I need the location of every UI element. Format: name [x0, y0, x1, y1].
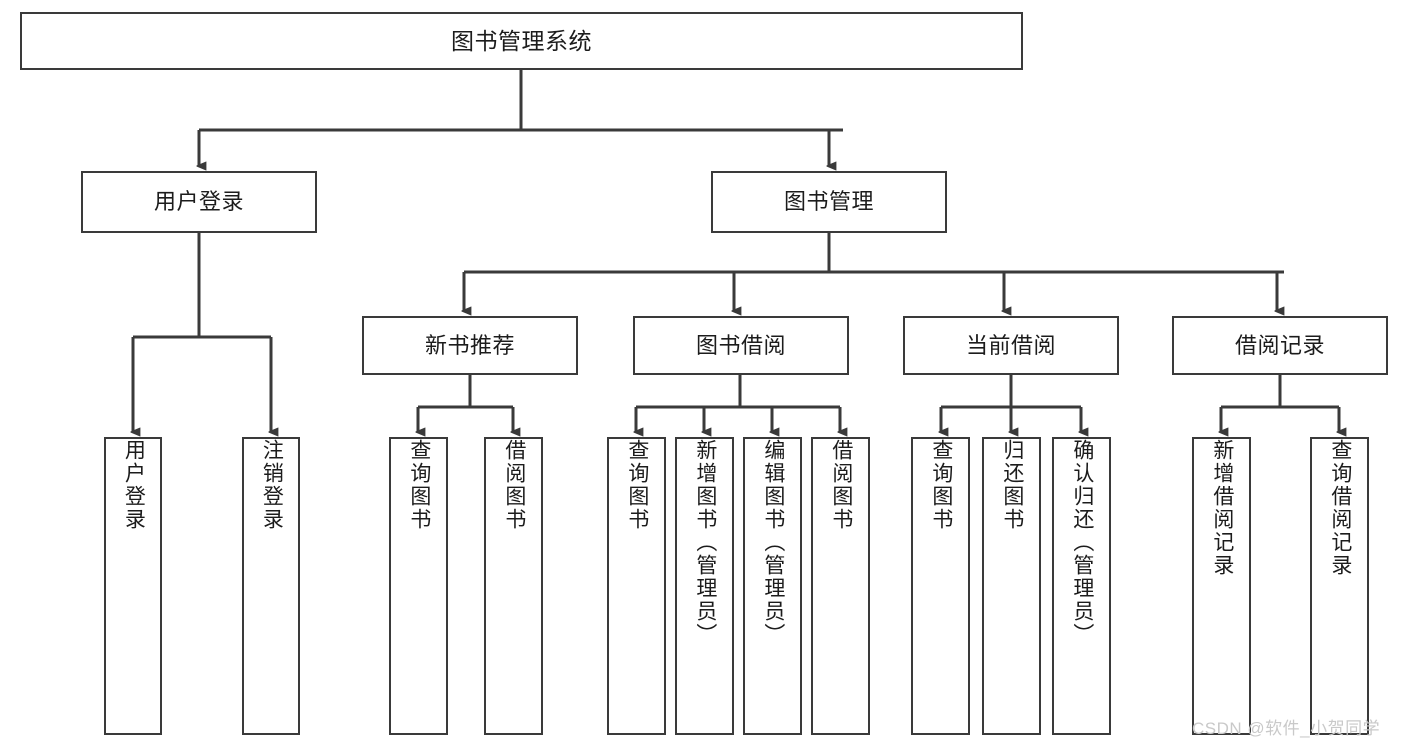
node-current-borrow[interactable]: 当前借阅 [903, 316, 1119, 375]
node-root[interactable]: 图书管理系统 [20, 12, 1023, 70]
node-leaf-confirm-return[interactable]: 确认归还（管理员） [1052, 437, 1111, 735]
node-leaf-query-book-rec[interactable]: 查询图书 [389, 437, 448, 735]
node-leaf-user-login-label: 用户登录 [122, 439, 146, 531]
node-user-login[interactable]: 用户登录 [81, 171, 317, 233]
node-book-manage-label: 图书管理 [783, 189, 874, 215]
node-borrow-record[interactable]: 借阅记录 [1172, 316, 1388, 375]
node-current-borrow-label: 当前借阅 [965, 332, 1056, 358]
node-leaf-confirm-return-label: 确认归还（管理员） [1070, 439, 1094, 646]
node-leaf-borrow-book[interactable]: 借阅图书 [811, 437, 870, 735]
node-book-borrow-label: 图书借阅 [695, 332, 786, 358]
node-leaf-return-book-label: 归还图书 [1000, 439, 1024, 531]
node-leaf-query-record[interactable]: 查询借阅记录 [1310, 437, 1369, 735]
node-new-book-recommend[interactable]: 新书推荐 [362, 316, 578, 375]
node-leaf-query-book-rec-label: 查询图书 [407, 439, 431, 531]
node-new-book-recommend-label: 新书推荐 [424, 332, 515, 358]
node-leaf-add-book-label: 新增图书（管理员） [693, 439, 717, 646]
node-leaf-query-book-cur-label: 查询图书 [929, 439, 953, 531]
node-user-login-label: 用户登录 [153, 189, 244, 215]
node-leaf-logout[interactable]: 注销登录 [242, 437, 300, 735]
node-leaf-add-record[interactable]: 新增借阅记录 [1192, 437, 1251, 735]
node-leaf-add-book[interactable]: 新增图书（管理员） [675, 437, 734, 735]
node-leaf-borrow-book-rec[interactable]: 借阅图书 [484, 437, 543, 735]
node-leaf-query-book-cur[interactable]: 查询图书 [911, 437, 970, 735]
node-leaf-add-record-label: 新增借阅记录 [1210, 439, 1234, 577]
node-leaf-borrow-book-rec-label: 借阅图书 [502, 439, 526, 531]
node-borrow-record-label: 借阅记录 [1234, 332, 1325, 358]
node-leaf-edit-book[interactable]: 编辑图书（管理员） [743, 437, 802, 735]
node-leaf-user-login[interactable]: 用户登录 [104, 437, 162, 735]
node-book-manage[interactable]: 图书管理 [711, 171, 947, 233]
csdn-watermark: CSDN @软件_小贺同学 [1192, 719, 1381, 738]
node-leaf-return-book[interactable]: 归还图书 [982, 437, 1041, 735]
node-leaf-logout-label: 注销登录 [260, 439, 284, 531]
node-book-borrow[interactable]: 图书借阅 [633, 316, 849, 375]
node-leaf-query-record-label: 查询借阅记录 [1328, 439, 1352, 577]
node-leaf-borrow-book-label: 借阅图书 [829, 439, 853, 531]
node-leaf-query-book-borrow-label: 查询图书 [625, 439, 649, 531]
node-leaf-query-book-borrow[interactable]: 查询图书 [607, 437, 666, 735]
node-root-label: 图书管理系统 [451, 27, 592, 54]
node-leaf-edit-book-label: 编辑图书（管理员） [761, 439, 785, 646]
